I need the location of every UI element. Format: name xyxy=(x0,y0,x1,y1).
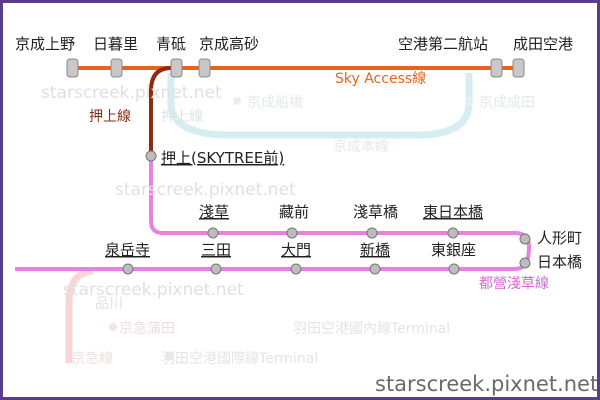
faded-station-label: 京成成田 xyxy=(479,95,535,111)
station-label-higashi-nihombashi: 東日本橋 xyxy=(423,203,483,221)
line-label-oshiage: 押上線 xyxy=(89,109,131,125)
faded-line-label: 押上線 xyxy=(161,109,203,125)
faded-station-marker xyxy=(465,97,473,105)
station-label-nippori: 日暮里 xyxy=(93,35,138,53)
faded-station-label: 京成船橋 xyxy=(247,95,303,111)
station-label-keisei-ueno: 京成上野 xyxy=(15,35,75,53)
station-label-higashi-ginza: 東銀座 xyxy=(431,241,476,259)
station-marker xyxy=(448,263,460,275)
station-marker xyxy=(519,257,531,269)
station-marker xyxy=(512,58,525,78)
station-label-sengakuji: 泉岳寺 xyxy=(105,241,150,259)
watermark: starscreek.pixnet.net xyxy=(375,372,597,396)
watermark: starscreek.pixnet.net xyxy=(41,83,222,103)
faded-station-marker xyxy=(165,352,173,360)
faded-station-label: 品川 xyxy=(95,296,123,312)
station-label-shimbashi: 新橋 xyxy=(360,241,390,259)
line-label-toei-asakusa: 都營淺草線 xyxy=(479,276,549,292)
faded-line-label: 京成本線 xyxy=(333,139,389,155)
line-label-sky-access: Sky Access線 xyxy=(335,71,426,87)
station-marker xyxy=(110,58,123,78)
station-marker xyxy=(366,227,378,239)
station-marker xyxy=(519,233,531,245)
faded-station-label: 京急蒲田 xyxy=(119,321,175,337)
station-marker xyxy=(170,58,183,78)
station-marker xyxy=(198,58,211,78)
station-marker xyxy=(290,263,302,275)
watermark: starscreek.pixnet.net xyxy=(115,180,296,200)
station-label-narita-airport: 成田空港 xyxy=(513,35,573,53)
station-label-asakusabashi: 淺草橋 xyxy=(353,203,398,221)
station-label-asakusa: 淺草 xyxy=(199,203,229,221)
station-marker xyxy=(66,58,79,78)
station-label-ningyocho: 人形町 xyxy=(537,229,582,247)
station-marker xyxy=(122,263,134,275)
faded-station-marker xyxy=(109,323,117,331)
station-label-kuramae: 藏前 xyxy=(279,203,309,221)
watermark: starscreek.pixnet.net xyxy=(63,280,244,300)
station-marker xyxy=(210,263,222,275)
station-marker xyxy=(369,263,381,275)
station-label-keisei-takasago: 京成高砂 xyxy=(199,35,259,53)
oshiage-line xyxy=(149,66,172,156)
station-label-aoto: 青砥 xyxy=(156,35,186,53)
keikyu-faded-line xyxy=(65,267,94,363)
station-marker xyxy=(286,227,298,239)
faded-station-label: 羽田空港國內線Terminal xyxy=(293,321,450,337)
faded-station-marker xyxy=(233,97,241,105)
station-marker xyxy=(490,58,503,78)
station-label-oshiage: 押上(SKYTREE前) xyxy=(161,149,284,167)
station-label-nihombashi: 日本橋 xyxy=(537,253,582,271)
station-marker xyxy=(207,227,219,239)
station-marker xyxy=(447,227,459,239)
keisei-main-faded-line xyxy=(167,73,473,139)
station-label-airport-t2: 空港第二航站 xyxy=(398,35,488,53)
route-map-canvas: starscreek.pixnet.net starscreek.pixnet.… xyxy=(15,35,597,396)
station-label-daimon: 大門 xyxy=(281,241,311,259)
station-label-mita: 三田 xyxy=(201,241,231,259)
station-marker xyxy=(145,150,157,162)
faded-station-label: 羽田空港國際線Terminal xyxy=(161,351,318,367)
faded-line-label: 京急線 xyxy=(71,351,113,367)
